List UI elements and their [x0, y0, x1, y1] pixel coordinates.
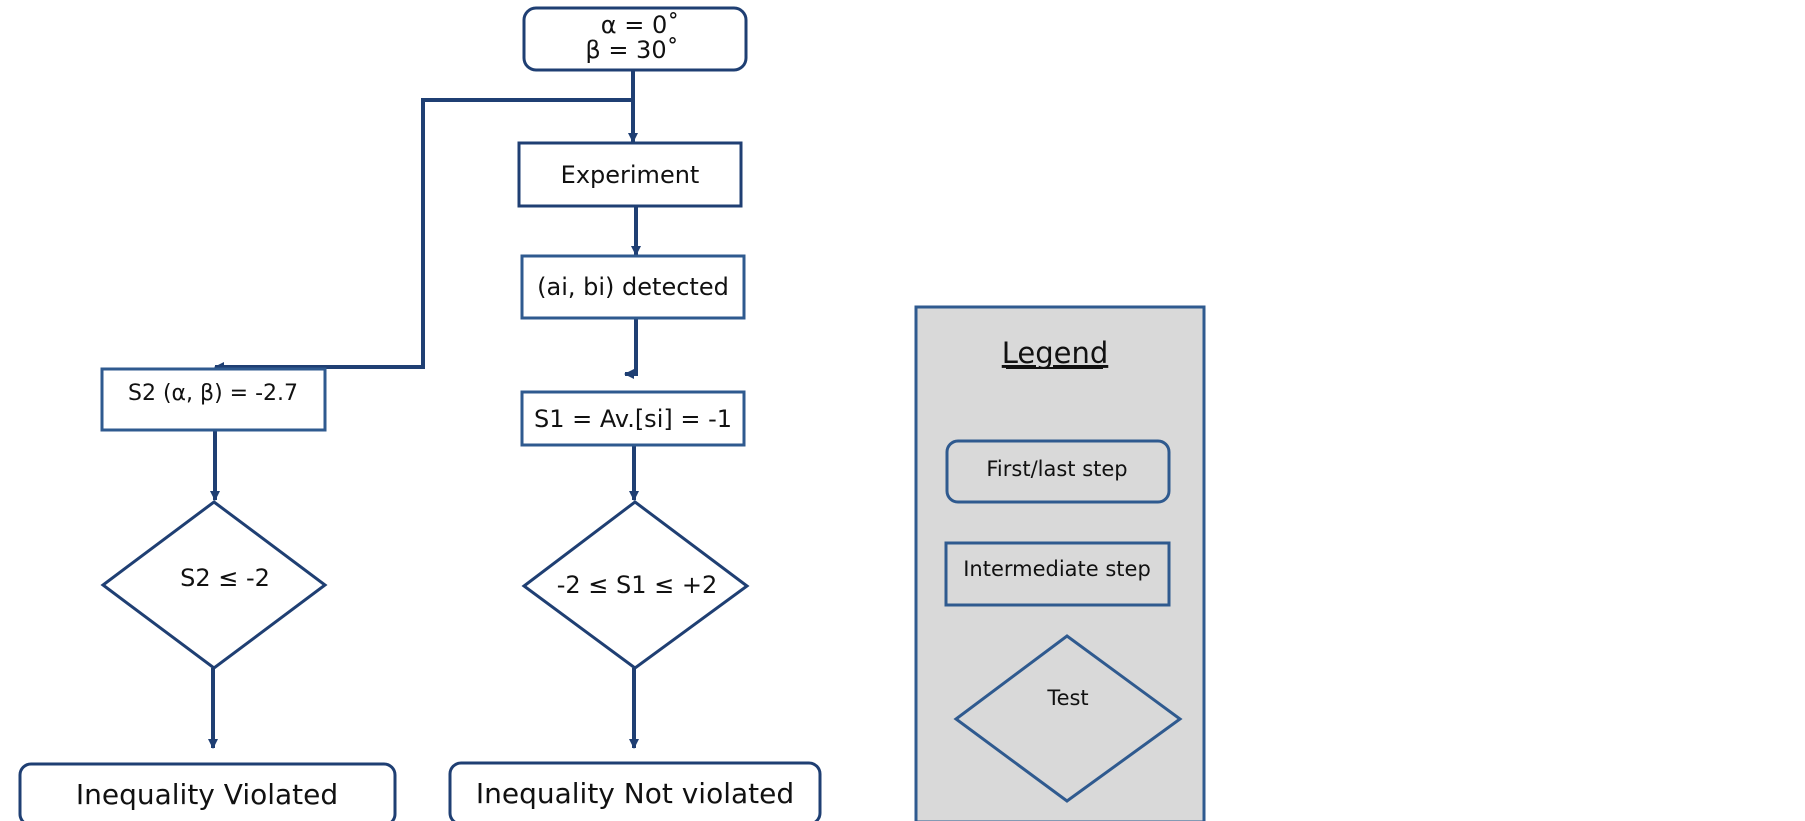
test-s1-label: -2 ≤ S1 ≤ +2	[557, 571, 718, 599]
violated-label: Inequality Violated	[76, 778, 338, 811]
not-violated-node-shape	[448, 761, 822, 821]
s1-node-shape	[520, 390, 746, 447]
test-s2-label: S2 ≤ -2	[180, 564, 270, 592]
arrow-detected-to-s1	[624, 318, 638, 379]
legend-first-last-shape	[945, 439, 1171, 504]
start-beta-label: β = 30˚	[585, 36, 678, 64]
legend-intermediate-label: Intermediate step	[963, 557, 1151, 581]
test-s1-node: -2 ≤ S1 ≤ +2	[521, 500, 750, 670]
violated-node-shape	[18, 762, 397, 821]
s1-label: S1 = Av.[si] = -1	[534, 405, 732, 433]
legend-title: Legend	[1002, 336, 1109, 370]
detected-node: (ai, bi) detected	[520, 254, 746, 320]
s2-label: S2 (α, β) = -2.7	[128, 381, 298, 406]
experiment-node-shape	[517, 141, 743, 208]
s2-node-shape	[100, 367, 327, 432]
detected-node-shape	[520, 254, 746, 320]
experiment-label: Experiment	[561, 161, 700, 189]
legend-intermediate-shape	[944, 541, 1171, 607]
connectors	[208, 71, 641, 749]
detected-label: (ai, bi) detected	[537, 273, 729, 301]
test-s2-node: S2 ≤ -2	[100, 500, 328, 670]
legend: Legend First/last step Intermediate step…	[914, 305, 1206, 821]
not-violated-label: Inequality Not violated	[476, 777, 794, 810]
s2-node: S2 (α, β) = -2.7	[100, 367, 327, 432]
test-s2-shape	[100, 500, 328, 670]
legend-first-last-label: First/last step	[986, 457, 1127, 481]
start-node-shape	[522, 6, 748, 72]
violated-node: Inequality Violated	[18, 762, 397, 821]
arrow-start-to-s2	[214, 98, 633, 372]
legend-test-label: Test	[1046, 686, 1088, 710]
experiment-node: Experiment	[517, 141, 743, 208]
start-node: α = 0˚ β = 30˚	[522, 6, 748, 72]
legend-test-shape	[953, 634, 1183, 803]
s1-node: S1 = Av.[si] = -1	[520, 390, 746, 447]
test-s1-shape	[521, 500, 750, 670]
not-violated-node: Inequality Not violated	[448, 761, 822, 821]
start-alpha-label: α = 0˚	[601, 11, 679, 39]
